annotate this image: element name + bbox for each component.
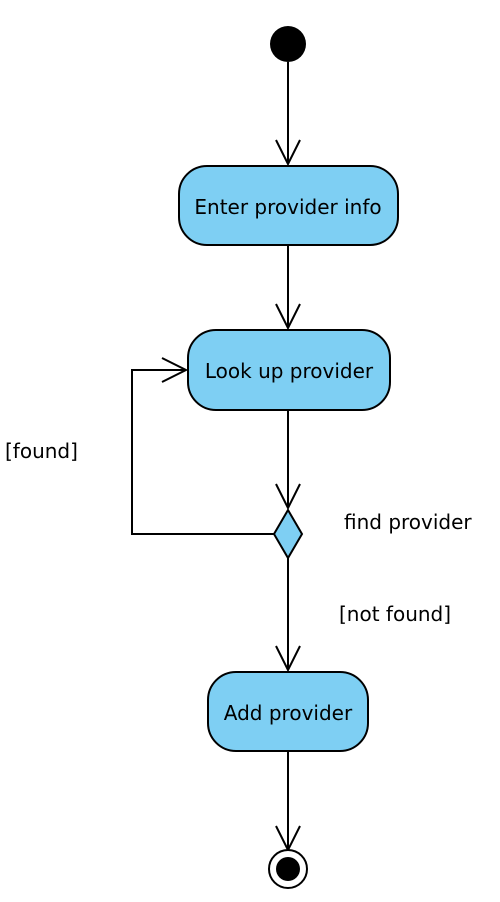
decision-name-label: find provider: [344, 510, 472, 534]
edge-decision-found-loop: [131, 357, 274, 535]
edge-add-to-final: [275, 751, 301, 853]
activity-look-up-provider: Look up provider: [187, 329, 391, 411]
initial-node: [270, 26, 306, 62]
edge-lookup-to-decision: [275, 410, 301, 511]
activity-enter-provider-info: Enter provider info: [178, 165, 399, 246]
final-node: [268, 849, 308, 889]
activity-enter-provider-info-label: Enter provider info: [194, 195, 381, 219]
activity-add-provider-label: Add provider: [224, 701, 353, 725]
activity-look-up-provider-label: Look up provider: [205, 359, 374, 383]
guard-not-found-label: [not found]: [339, 602, 451, 626]
edge-enter-to-lookup: [275, 245, 301, 331]
edge-decision-not-found: [275, 558, 301, 673]
activity-add-provider: Add provider: [207, 671, 369, 752]
guard-found-label: [found]: [5, 439, 78, 463]
edge-start-to-enter: [275, 62, 301, 167]
decision-node: [272, 508, 304, 560]
